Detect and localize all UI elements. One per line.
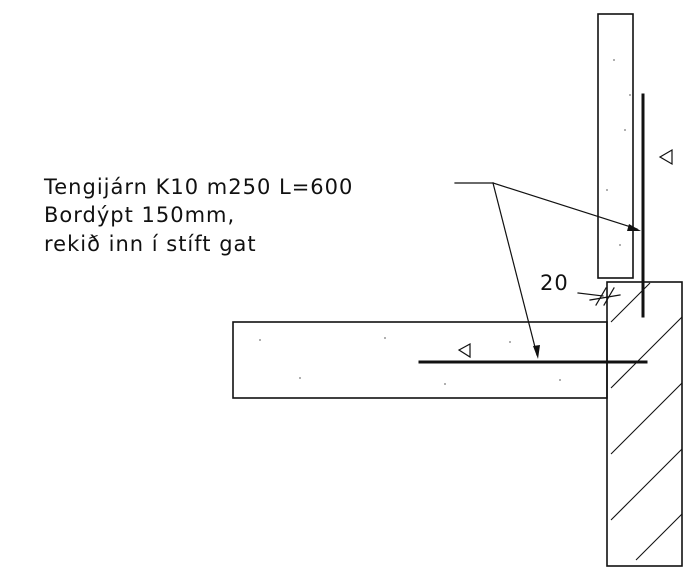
triangle-marker-icon	[457, 342, 471, 359]
annotation-line-2: Bordýpt 150mm,	[44, 203, 235, 227]
upper-wall	[597, 13, 634, 279]
dimension-value: 20	[540, 271, 569, 295]
annotation-note: Tengijárn K10 m250 L=600 Bordýpt 150mm, …	[43, 175, 353, 256]
triangle-marker-icon	[658, 148, 673, 166]
dimension-mark	[577, 287, 621, 306]
lower-wall	[606, 281, 683, 567]
leader-lines	[454, 182, 641, 359]
annotation-line-3: rekið inn í stíft gat	[44, 232, 257, 256]
slab	[232, 321, 608, 399]
annotation-line-1: Tengijárn K10 m250 L=600	[43, 175, 353, 199]
